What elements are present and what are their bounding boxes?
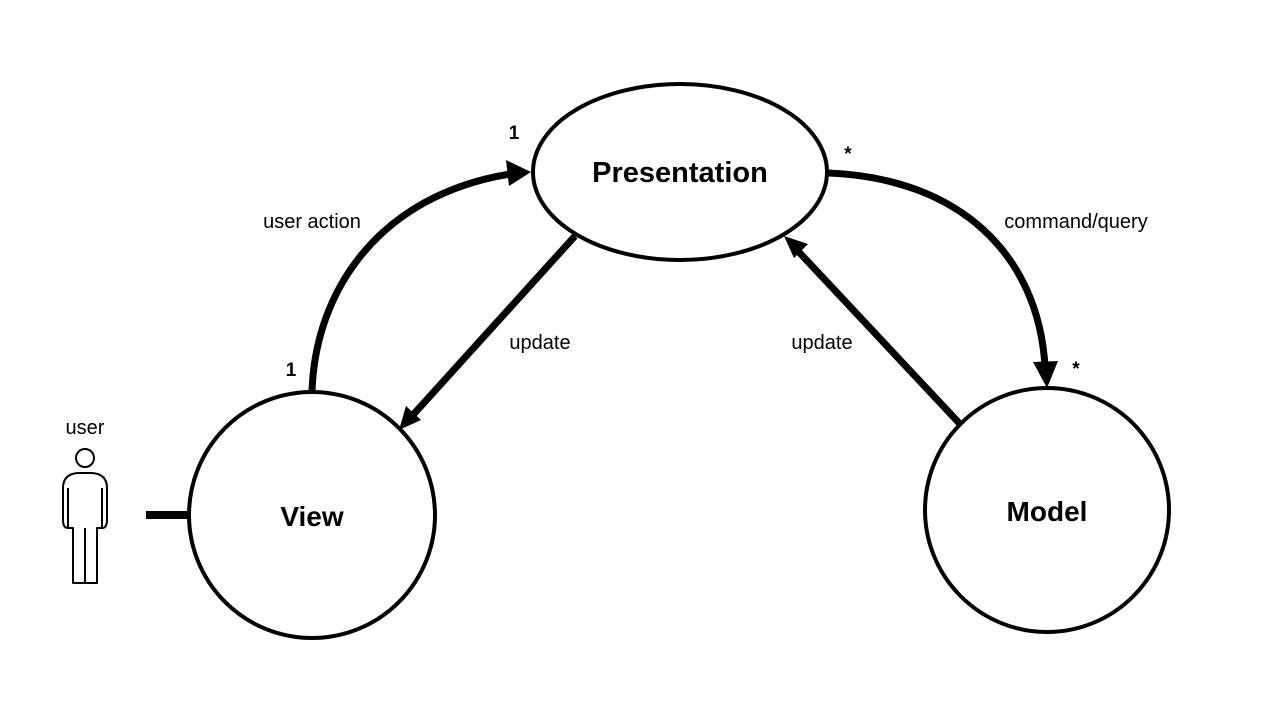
user-actor-icon xyxy=(62,448,108,584)
view-node xyxy=(187,390,437,640)
arrowhead-update-to-view xyxy=(399,406,421,430)
multiplicity-model-end: * xyxy=(1072,359,1080,380)
edge-update-from-model xyxy=(794,247,963,427)
view-label: View xyxy=(280,501,344,532)
command-query-label: command/query xyxy=(1004,211,1147,233)
arrowhead-command-query xyxy=(1033,361,1058,388)
multiplicity-view-end: 1 xyxy=(286,360,297,381)
edge-user-action xyxy=(308,170,511,393)
arrowhead-user-action xyxy=(506,160,531,186)
user-action-label: user action xyxy=(263,211,361,233)
multiplicity-presentation-model-end: * xyxy=(844,144,852,165)
model-label: Model xyxy=(1007,496,1088,527)
arrowhead-update-from-model xyxy=(784,236,808,258)
model-node xyxy=(923,386,1171,634)
multiplicity-presentation-view-end: 1 xyxy=(509,123,520,144)
user-actor-label: user xyxy=(66,417,105,439)
update-from-model-label: update xyxy=(791,332,852,354)
edge-update-to-view xyxy=(409,233,578,419)
edge-command-query xyxy=(827,169,1049,367)
update-to-view-label: update xyxy=(509,332,570,354)
presentation-node xyxy=(531,82,829,262)
presentation-label: Presentation xyxy=(592,157,768,189)
